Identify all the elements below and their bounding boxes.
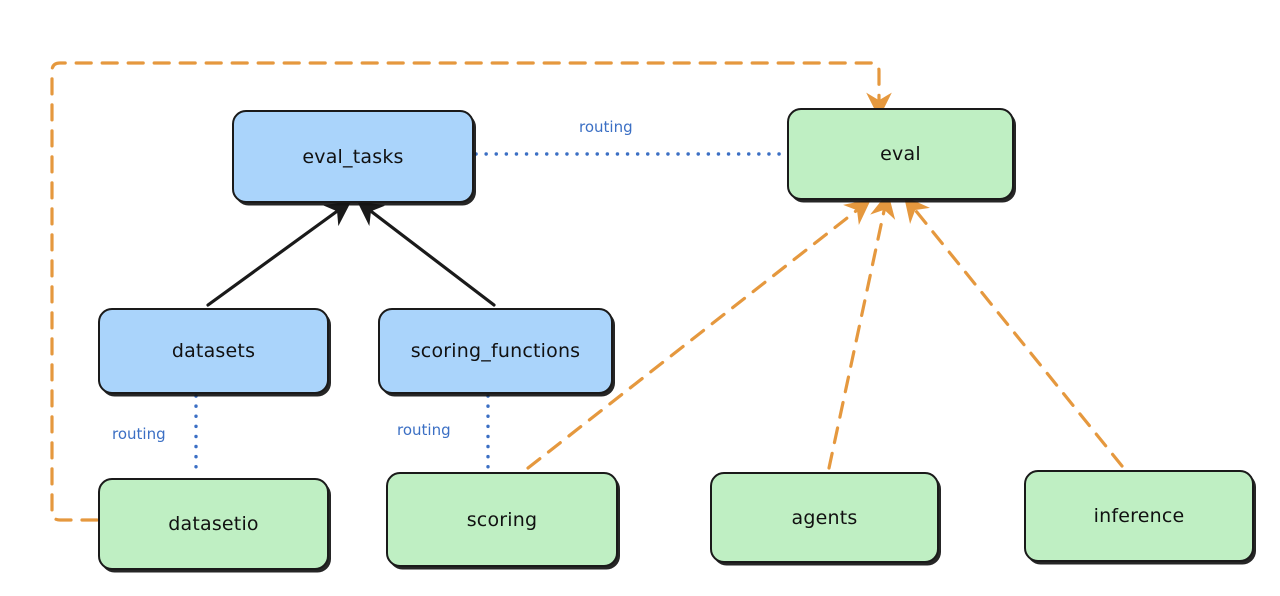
node-label: scoring_functions: [410, 340, 581, 362]
node-datasetio[interactable]: datasetio: [98, 478, 329, 570]
edge-datasets-to-eval_tasks: [206, 200, 352, 307]
node-eval[interactable]: eval: [787, 108, 1014, 200]
edge-agents-to-eval: [827, 192, 896, 470]
edge-inference-to-eval: [903, 196, 1124, 468]
node-agents[interactable]: agents: [710, 472, 939, 563]
node-label: eval_tasks: [302, 145, 404, 168]
node-label: scoring: [466, 508, 538, 531]
node-label: datasetio: [168, 513, 259, 535]
node-label: datasets: [171, 340, 256, 362]
edge-scoring-to-eval: [526, 199, 872, 470]
node-inference[interactable]: inference: [1024, 470, 1254, 562]
edge-label-routing-scoring-functions: routing: [397, 421, 451, 439]
edge-label-routing-eval: routing: [579, 118, 633, 136]
edge-label-routing-datasets: routing: [112, 425, 166, 443]
node-scoring-functions[interactable]: scoring_functions: [378, 308, 613, 394]
node-datasets[interactable]: datasets: [98, 308, 329, 394]
node-label: inference: [1093, 505, 1185, 527]
edge-datasetio-to-eval: [50, 61, 892, 522]
node-label: eval: [880, 143, 921, 165]
node-eval-tasks[interactable]: eval_tasks: [232, 110, 474, 203]
node-label: agents: [791, 506, 858, 529]
edge-scoring_functions-to-eval_tasks: [356, 200, 496, 307]
node-scoring[interactable]: scoring: [386, 472, 618, 567]
